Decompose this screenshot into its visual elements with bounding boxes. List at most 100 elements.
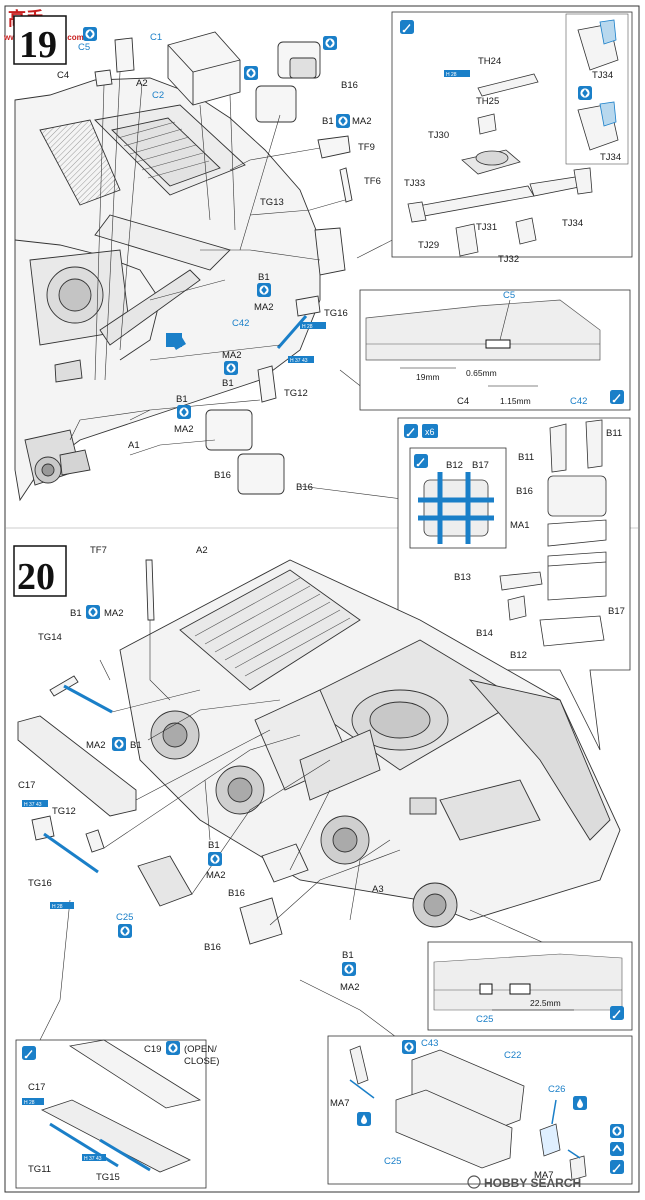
- lbl-b11-b: B11: [518, 452, 534, 463]
- measure-225mm: 22.5mm: [530, 998, 561, 1008]
- lbl-tj34-a: TJ34: [562, 218, 583, 229]
- watermark-hobbysearch: HOBBY SEARCH: [467, 1175, 581, 1190]
- lbl-b14: B14: [476, 628, 493, 639]
- part-b16-jerrycan-3: [205, 409, 253, 451]
- lbl-b1-20b: B1: [130, 740, 142, 751]
- lbl-ma7-a: MA7: [330, 1098, 350, 1109]
- lbl-c22: C22: [504, 1050, 521, 1061]
- lbl-ma2-20c: MA2: [206, 870, 226, 881]
- svg-text:H 37 43: H 37 43: [84, 1156, 102, 1162]
- step-20: 20: [13, 545, 633, 1189]
- detail-c25-measure: 22.5mm C25: [427, 941, 633, 1031]
- lbl-b16-b: B16: [214, 470, 231, 481]
- lbl-a2: A2: [136, 78, 148, 89]
- step-20-number-box: [13, 545, 67, 597]
- lbl-b16-c: B16: [296, 482, 313, 493]
- part-tg12: [257, 365, 277, 403]
- lbl-b1-b: B1: [258, 272, 270, 283]
- svg-text:HOBBY SEARCH: HOBBY SEARCH: [484, 1176, 581, 1190]
- page-frame: [4, 5, 640, 1193]
- lbl-b1-20a: B1: [70, 608, 82, 619]
- lbl-ma2-a: MA2: [352, 116, 372, 127]
- lbl-tf9: TF9: [358, 142, 375, 153]
- lbl-b1-20d: B1: [342, 950, 354, 961]
- hull-drawing-19: [14, 77, 321, 502]
- lbl-b16-20b: B16: [204, 942, 221, 953]
- lbl-tj30: TJ30: [428, 130, 449, 141]
- svg-text:H 28: H 28: [24, 1100, 35, 1106]
- lbl-c43: C43: [421, 1038, 438, 1049]
- lbl-ma2-20a: MA2: [104, 608, 124, 619]
- lbl-tg15: TG15: [96, 1172, 120, 1183]
- lbl-b1-c: B1: [222, 378, 234, 389]
- paint-chip-h28-tj: [444, 70, 470, 77]
- lbl-b1-d: B1: [176, 394, 188, 405]
- svg-text:H 28: H 28: [446, 72, 457, 78]
- part-tf6: [339, 167, 353, 203]
- parts-19: [94, 31, 353, 495]
- lbl-ma2-20b: MA2: [86, 740, 106, 751]
- lbl-b1-20c: B1: [208, 840, 220, 851]
- lbl-c5: C5: [78, 42, 90, 53]
- measure-065mm: 0.65mm: [466, 368, 497, 378]
- hull-drawing-20: [119, 559, 621, 928]
- paint-chip-h37-19: H 37 43: [288, 356, 314, 364]
- lbl-a2-20: A2: [196, 545, 208, 556]
- paint-chip-h28-19: H 28: [300, 322, 326, 330]
- lbl-c5-detail: C5: [503, 290, 515, 301]
- lbl-tg14: TG14: [38, 632, 62, 643]
- lbl-tg12: TG12: [284, 388, 308, 399]
- lbl-c25-box: C25: [384, 1156, 401, 1167]
- lbl-b16-a: B16: [341, 80, 358, 91]
- step-20-number: 20: [17, 556, 55, 598]
- lbl-b12: B12: [446, 460, 463, 471]
- lbl-tg13: TG13: [260, 197, 284, 208]
- lbl-tj31: TJ31: [476, 222, 497, 233]
- part-tg14-handle: [63, 684, 113, 714]
- svg-text:H 37 43: H 37 43: [290, 358, 308, 364]
- lbl-c4: C4: [57, 70, 69, 81]
- part-tg12-20: [85, 829, 105, 853]
- part-tg13-bracket: [314, 227, 346, 276]
- lbl-ma1: MA1: [510, 520, 530, 531]
- part-tg16-spade-20: [31, 815, 55, 841]
- paint-chip-h37-20: [22, 800, 48, 807]
- step-19-number: 19: [19, 24, 57, 66]
- lbl-close: CLOSE): [184, 1056, 219, 1067]
- detail-box-assembly: C43 C22 C26 MA7 C25 MA7: [327, 1035, 633, 1185]
- lbl-tj29: TJ29: [418, 240, 439, 251]
- lbl-ma2-b: MA2: [254, 302, 274, 313]
- parts-20: [17, 559, 309, 945]
- step-19-number-box: [13, 15, 67, 65]
- measure-19mm: 19mm: [416, 372, 440, 382]
- leader-lines-20: [39, 620, 561, 1041]
- detail-tj-assembly: TH24 H 28 TH25 TJ30 TJ33 TJ29 TJ31 TJ32 …: [356, 11, 633, 265]
- paint-chip-h28-20: [50, 902, 74, 909]
- part-c1-box: [167, 31, 241, 106]
- part-b16-jerrycan-4: [237, 453, 285, 495]
- lbl-ma7-b: MA7: [534, 1170, 554, 1181]
- lbl-b16-detail: B16: [516, 486, 533, 497]
- part-c4-drawing: [94, 69, 113, 87]
- lbl-c4-detail: C4: [457, 396, 469, 407]
- part-b16-jerrycan-2: [255, 85, 297, 123]
- lbl-c25-detail: C25: [476, 1014, 493, 1025]
- lbl-tj34-b: TJ34: [592, 70, 613, 81]
- part-b16-20a: [261, 843, 309, 883]
- lbl-b11-a: B11: [606, 428, 622, 439]
- part-c25-box: [137, 855, 193, 907]
- detail-c19-panel: C19 (OPEN/ CLOSE) C17 H 28 H 37 43 TG11 …: [15, 1039, 219, 1189]
- lbl-a1: A1: [128, 440, 140, 451]
- detail-c5-measure: C5 19mm 0.65mm 1.15mm C4 C42: [339, 289, 631, 411]
- svg-text:H 28: H 28: [52, 904, 63, 910]
- paint-stripe-icon: [166, 333, 182, 347]
- lbl-ma2-c: MA2: [222, 350, 242, 361]
- glue-icon: [400, 20, 414, 34]
- lbl-tf7: TF7: [90, 545, 107, 556]
- lbl-tg11: TG11: [28, 1164, 51, 1175]
- lbl-tj34-c: TJ34: [600, 152, 621, 163]
- svg-text:H 37 43: H 37 43: [24, 802, 42, 808]
- lbl-a3: A3: [372, 884, 384, 895]
- lbl-tg12-20: TG12: [52, 806, 76, 817]
